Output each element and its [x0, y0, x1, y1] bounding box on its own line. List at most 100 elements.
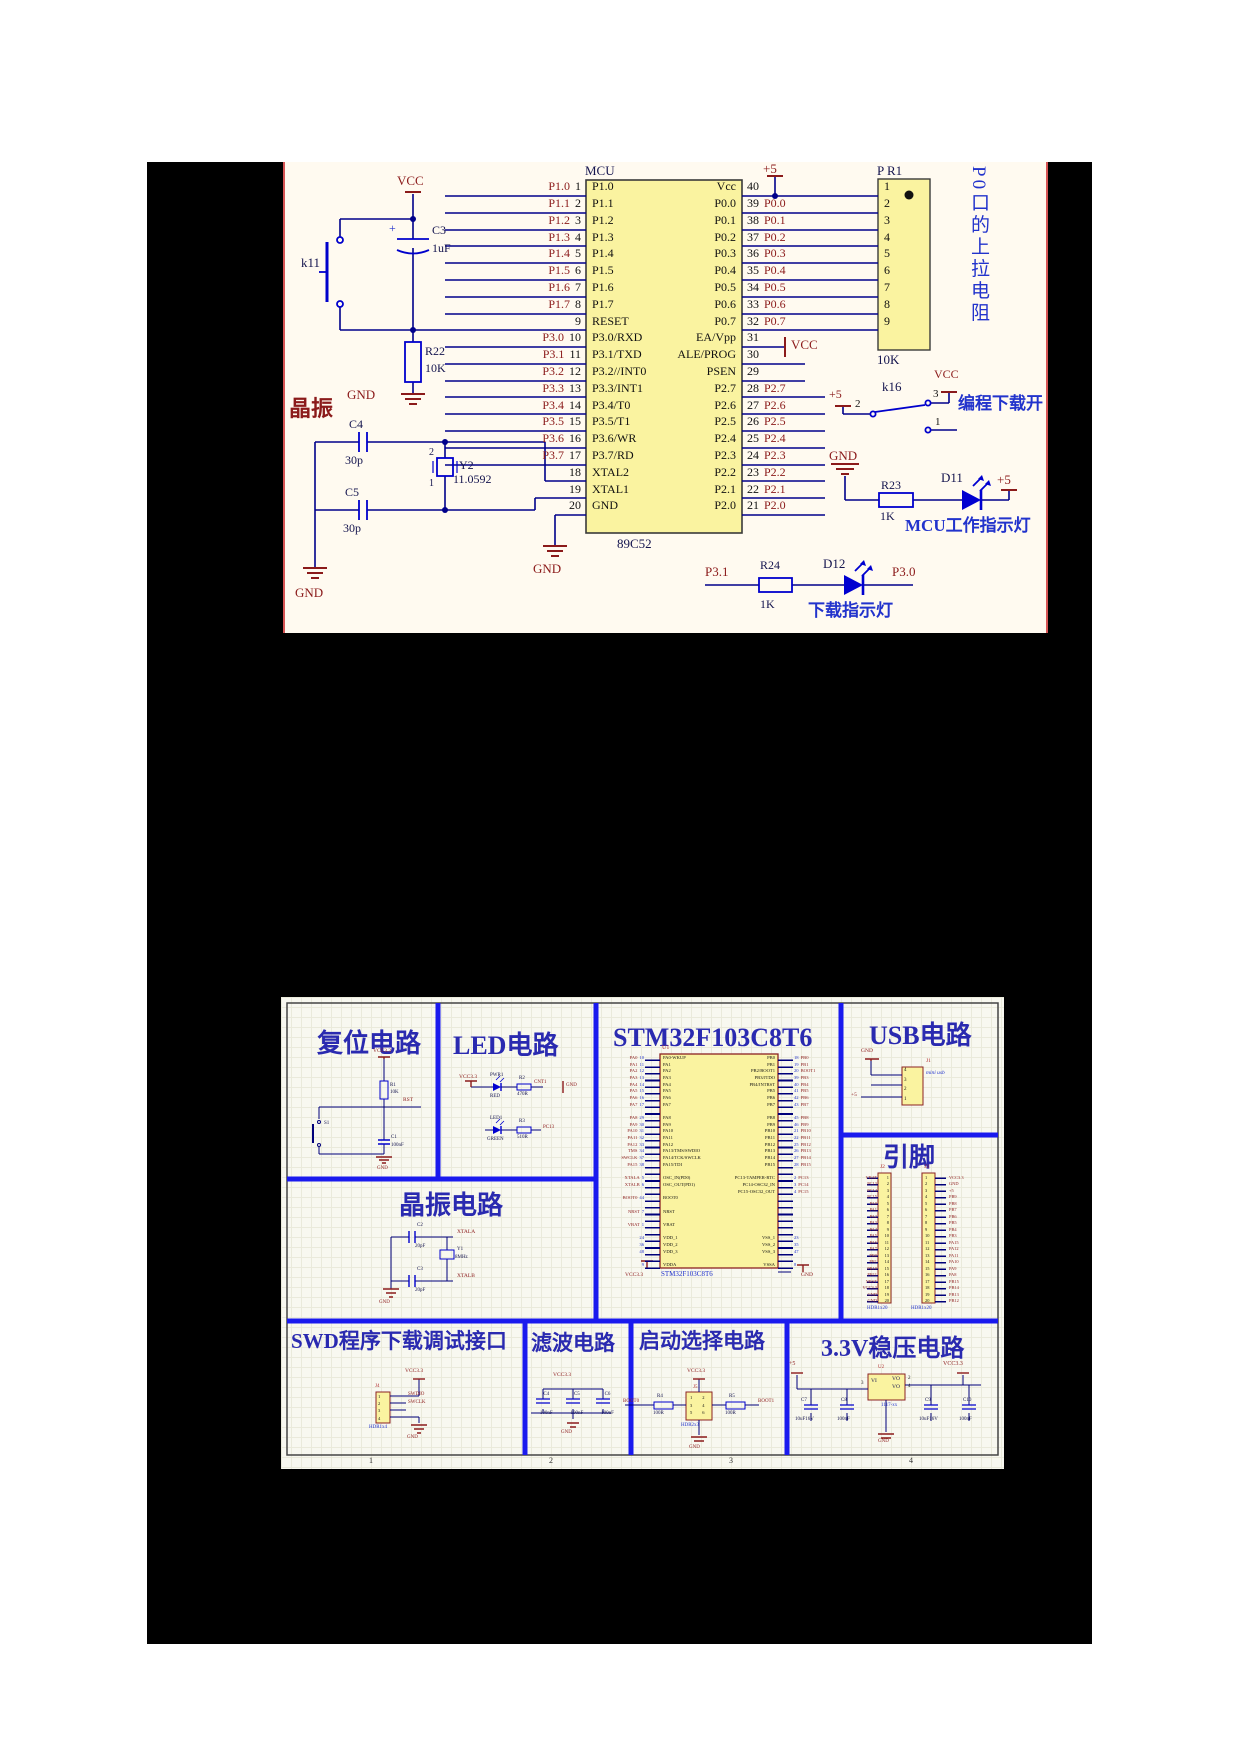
plus5-label: +5	[763, 162, 777, 176]
stm32-ic-body	[659, 1053, 779, 1269]
stm32-pin-name-row	[663, 1194, 775, 1201]
c7-label: C7	[801, 1398, 807, 1403]
pin-number: 24	[639, 1235, 644, 1241]
pin-number: 33	[747, 296, 759, 311]
gnd-label: GND	[861, 1048, 873, 1054]
gnd-label: GND	[347, 387, 376, 402]
pin-number: 2	[702, 1395, 705, 1400]
pin-number: 10	[639, 1054, 644, 1060]
ic-right-pin-row: 32 P0.7	[747, 314, 872, 331]
j2-net-row: PA6	[837, 1239, 877, 1246]
stm32-pin-name-row	[663, 1215, 775, 1222]
d11-label: D11	[941, 470, 963, 485]
j3-net-row: PA15	[949, 1239, 994, 1246]
pin-name: PB11	[764, 1135, 775, 1141]
pin-number: 6	[702, 1410, 705, 1416]
pin-number: 10	[569, 330, 581, 345]
pin-number: 19	[884, 1291, 889, 1297]
ic-right-pin-row: 29	[747, 364, 872, 382]
stm32-pin-name-row: VSS_3	[663, 1248, 775, 1255]
stm32-pin-name-row: PB1	[663, 1061, 775, 1068]
net-label: PA11	[627, 1135, 638, 1141]
pin-number: 30	[747, 347, 759, 362]
rp-pin-row: 9	[884, 314, 900, 331]
stm32-right-pin-row: 4 PC15	[794, 1188, 839, 1195]
net-label: VBAT	[865, 1174, 877, 1180]
c5-value: 30p	[343, 521, 361, 535]
pin-number: 4	[702, 1402, 705, 1408]
swclk-net: SWCLK	[408, 1400, 426, 1405]
pin-number: 5	[884, 246, 890, 261]
net-label: PB1	[869, 1259, 877, 1265]
pin-number: 9	[641, 1262, 644, 1268]
stm32-pin-name-row: PA9	[663, 1121, 775, 1128]
c1-value: 100nF	[391, 1143, 404, 1148]
j2-net-row: PB1	[837, 1259, 877, 1266]
pin-name: P1.3	[592, 229, 614, 244]
net-label: +5	[949, 1187, 954, 1193]
ic-right-pin-row: 39 P0.0	[747, 196, 872, 214]
net-label: BOOT1	[800, 1068, 816, 1074]
j3-net-row: +5	[949, 1187, 994, 1194]
ic-pin-name-row: ALE/PROG	[590, 347, 736, 365]
ic-pin-name-row: P0.3	[590, 246, 736, 264]
led-symbols	[493, 1075, 505, 1134]
pin-number: 4	[794, 1188, 797, 1194]
r24-label: R24	[760, 558, 781, 572]
j2-net-row: PA7	[837, 1246, 877, 1253]
r5-label: R5	[729, 1394, 735, 1399]
ic-right-pin-row: 36 P0.3	[747, 246, 872, 264]
ic-pin-name-row: P0.5	[590, 280, 736, 298]
ic-pin-name-row: XTAL2	[592, 465, 736, 483]
ic-left-pin-row: P3.1 11	[435, 347, 581, 365]
net-label: PB3	[949, 1233, 957, 1239]
j5-pin-grid: 1 2 3 4 5 6	[690, 1395, 705, 1418]
ic-pin-name-row: P3.0/RXD	[592, 330, 736, 348]
pin-name: P2.3	[714, 448, 736, 463]
stm32-pin-name-row: PB0	[663, 1054, 775, 1061]
stm32-pin-name-row: PA6	[663, 1094, 775, 1101]
ic-pin-name-row: P3.5/T1	[592, 414, 736, 432]
j3-net-row: PA12	[949, 1246, 994, 1253]
gnd-label: GND	[829, 448, 858, 463]
ic-left-pin-row: 19	[435, 482, 581, 499]
stm32-right-pin-row	[794, 1255, 839, 1262]
net-label: PA4	[869, 1226, 877, 1232]
net-label: P1.5	[548, 263, 570, 278]
stm32-pin-name-row: VSSA	[663, 1261, 775, 1268]
net-label: P2.3	[764, 448, 786, 463]
j2-net-row: GND	[837, 1298, 877, 1305]
pin-number: 39	[747, 196, 759, 211]
pin-name: PA2	[663, 1068, 671, 1074]
pin-name: PB1	[767, 1061, 775, 1067]
resistor-pack-body	[877, 178, 931, 351]
stm32-pin-name-row	[663, 1228, 775, 1235]
c1-label: C1	[391, 1135, 397, 1140]
net-label: NRST	[627, 1208, 640, 1214]
ic-left-pin-row: P1.4 5	[435, 246, 581, 264]
pin-number: 48	[639, 1248, 644, 1254]
pin-number: 1	[886, 1174, 889, 1180]
pin-name: PA3	[663, 1074, 671, 1080]
pc13-net: PC13	[543, 1125, 555, 1130]
pin-number: 46	[794, 1121, 799, 1127]
mcu-led-note: MCU工作指示灯	[905, 516, 1031, 535]
pin-name: P3.6/WR	[592, 431, 637, 446]
ic-left-pin-row: 20	[435, 498, 581, 516]
net-label: PA2	[869, 1213, 877, 1219]
ic-pin-name-row: Vcc	[590, 179, 736, 197]
pin-number: 8	[575, 296, 581, 311]
net-label: PA12	[627, 1141, 638, 1147]
ic-pin-name-row: P2.1	[590, 482, 736, 499]
stm32-left-stubs	[645, 1057, 660, 1269]
pin-number: 4	[904, 1068, 907, 1073]
89c52-wiring	[303, 175, 1017, 595]
net-label: XTALA	[624, 1175, 640, 1181]
net-label: PB3	[800, 1074, 809, 1080]
y2-label: Y2	[459, 458, 474, 472]
net-label: P3.3	[542, 380, 564, 395]
stm32-right-pin-row: 25 PB12	[794, 1141, 839, 1148]
net-label: PC13	[798, 1175, 809, 1181]
stm32-pin-name-row: PB10	[663, 1128, 775, 1135]
j3-net-row: PB7	[949, 1207, 994, 1214]
